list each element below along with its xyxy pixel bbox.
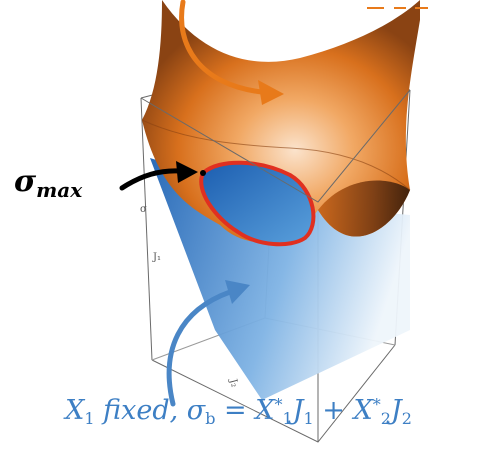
axis-label-j2: J₂ — [227, 377, 240, 389]
paraboloid-shadow — [318, 180, 410, 237]
orange-arrow — [179, 0, 265, 95]
orange-arrow-head — [258, 80, 284, 105]
sigma-max-label: σmax — [14, 164, 83, 202]
plane-equation-label: X1 fixed, σb = X*1J1 + X*2J2 — [65, 395, 412, 428]
box-front-top — [140, 89, 411, 203]
sigma-max-point — [200, 170, 206, 176]
box-left-vertical — [140, 97, 153, 361]
axis-label-sigma: σ — [140, 204, 147, 215]
axis-label-j1: J₁ — [152, 252, 161, 263]
box-bottom-front — [151, 344, 396, 443]
black-arrow — [119, 168, 183, 191]
intersection-curve — [199, 160, 316, 247]
blue-arrow-head — [225, 280, 250, 304]
bounding-box-front — [140, 89, 411, 203]
paraboloid-rim — [141, 119, 411, 191]
black-arrow-head — [176, 161, 198, 183]
blue-arrow — [166, 289, 233, 407]
